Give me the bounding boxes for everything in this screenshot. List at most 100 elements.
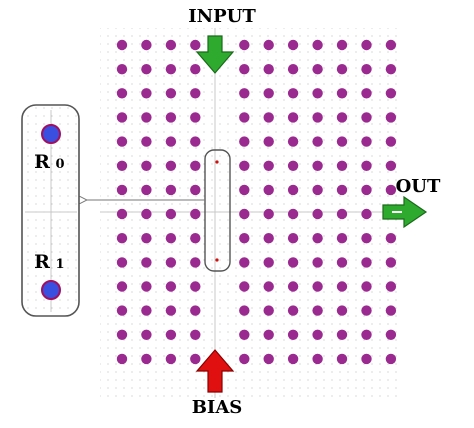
- lattice-rod: [263, 233, 274, 244]
- lattice-rod: [190, 160, 201, 171]
- input-label: INPUT: [188, 6, 256, 27]
- lattice-rod: [239, 208, 250, 220]
- lattice-rod: [116, 160, 128, 171]
- lattice-rod: [165, 160, 177, 171]
- r1-rod: [41, 280, 61, 300]
- lattice-rod: [165, 39, 177, 51]
- output-label: OUT: [396, 176, 441, 197]
- lattice-rod: [239, 160, 250, 171]
- lattice-rod: [141, 184, 152, 196]
- lattice-rod: [361, 257, 372, 268]
- lattice-rod: [287, 305, 299, 316]
- lattice-rod: [361, 329, 372, 340]
- arrow-down-icon: [195, 35, 235, 74]
- output-arrow: OUT: [382, 176, 441, 229]
- lattice-rod: [361, 208, 372, 220]
- lattice-rod: [361, 353, 372, 365]
- lattice-rod: [190, 208, 201, 220]
- r0-label: R: [34, 151, 50, 173]
- lattice-rod: [190, 305, 201, 316]
- lattice-rod: [312, 257, 323, 268]
- lattice-rod: [116, 136, 128, 147]
- lattice-rod: [190, 233, 201, 244]
- lattice-rod: [165, 257, 177, 268]
- arrow-right-icon: [382, 195, 428, 229]
- lattice-rod: [385, 281, 397, 292]
- lattice-rod: [312, 353, 323, 365]
- lattice-rod: [141, 136, 152, 147]
- lattice-rod: [336, 281, 348, 292]
- lattice-rod: [361, 184, 372, 196]
- lattice-rod: [263, 184, 274, 196]
- lattice-rod: [361, 305, 372, 316]
- lattice-rod: [385, 39, 397, 51]
- lattice-rod: [116, 329, 128, 340]
- lattice-rod: [190, 39, 201, 51]
- lattice-rod: [287, 184, 299, 196]
- lattice-rod: [263, 112, 274, 123]
- lattice-rod: [385, 136, 397, 147]
- lattice-rod: [385, 184, 397, 196]
- r1-subscript: 1: [55, 257, 64, 272]
- lattice-rod: [287, 208, 299, 220]
- lattice-rod: [239, 184, 250, 196]
- lattice-rod: [141, 305, 152, 316]
- lattice-rod: [165, 281, 177, 292]
- lattice-rod: [385, 160, 397, 171]
- lattice-rod: [336, 88, 348, 99]
- lattice-rod: [141, 112, 152, 123]
- lattice-rod: [116, 184, 128, 196]
- lattice-rod: [239, 353, 250, 365]
- lattice-rod: [312, 233, 323, 244]
- lattice-rod: [165, 88, 177, 99]
- lattice-rod: [336, 160, 348, 171]
- lattice-rod: [385, 88, 397, 99]
- lattice-rod: [385, 305, 397, 316]
- lattice-rod: [190, 184, 201, 196]
- lattice-rod: [361, 39, 372, 51]
- lattice-rod: [116, 257, 128, 268]
- lattice-rod: [336, 39, 348, 51]
- lattice-rod: [263, 160, 274, 171]
- lattice-rod: [165, 233, 177, 244]
- lattice-rod: [361, 160, 372, 171]
- lattice-rod: [165, 184, 177, 196]
- lattice-rod: [165, 305, 177, 316]
- lattice-rod: [336, 208, 348, 220]
- lattice-rod: [165, 112, 177, 123]
- lattice-rod: [190, 112, 201, 123]
- lattice-rod: [263, 63, 274, 75]
- lattice-rod: [141, 208, 152, 220]
- lattice-rod: [116, 353, 128, 365]
- lattice-rod: [287, 329, 299, 340]
- lattice-rod: [385, 233, 397, 244]
- lattice-rod: [165, 353, 177, 365]
- lattice-rod: [287, 160, 299, 171]
- lattice-rod: [312, 39, 323, 51]
- lattice-rod: [141, 160, 152, 171]
- lattice-rod: [287, 353, 299, 365]
- lattice-rod: [263, 281, 274, 292]
- lattice-rod: [312, 112, 323, 123]
- lattice-rod: [287, 136, 299, 147]
- lattice-rod: [239, 112, 250, 123]
- lattice-rod: [116, 305, 128, 316]
- rod-lattice: [116, 39, 397, 365]
- lattice-rod: [263, 208, 274, 220]
- lattice-rod: [239, 136, 250, 147]
- lattice-rod: [263, 88, 274, 99]
- lattice-rod: [190, 257, 201, 268]
- lattice-rod: [116, 63, 128, 75]
- lattice-rod: [239, 281, 250, 292]
- lattice-rod: [336, 305, 348, 316]
- lattice-rod: [190, 329, 201, 340]
- lattice-rod: [287, 257, 299, 268]
- lattice-rod: [361, 281, 372, 292]
- lattice-rod: [239, 63, 250, 75]
- lattice-rod: [336, 353, 348, 365]
- lattice-rod: [263, 39, 274, 51]
- lattice-rod: [287, 112, 299, 123]
- lattice-rod: [312, 281, 323, 292]
